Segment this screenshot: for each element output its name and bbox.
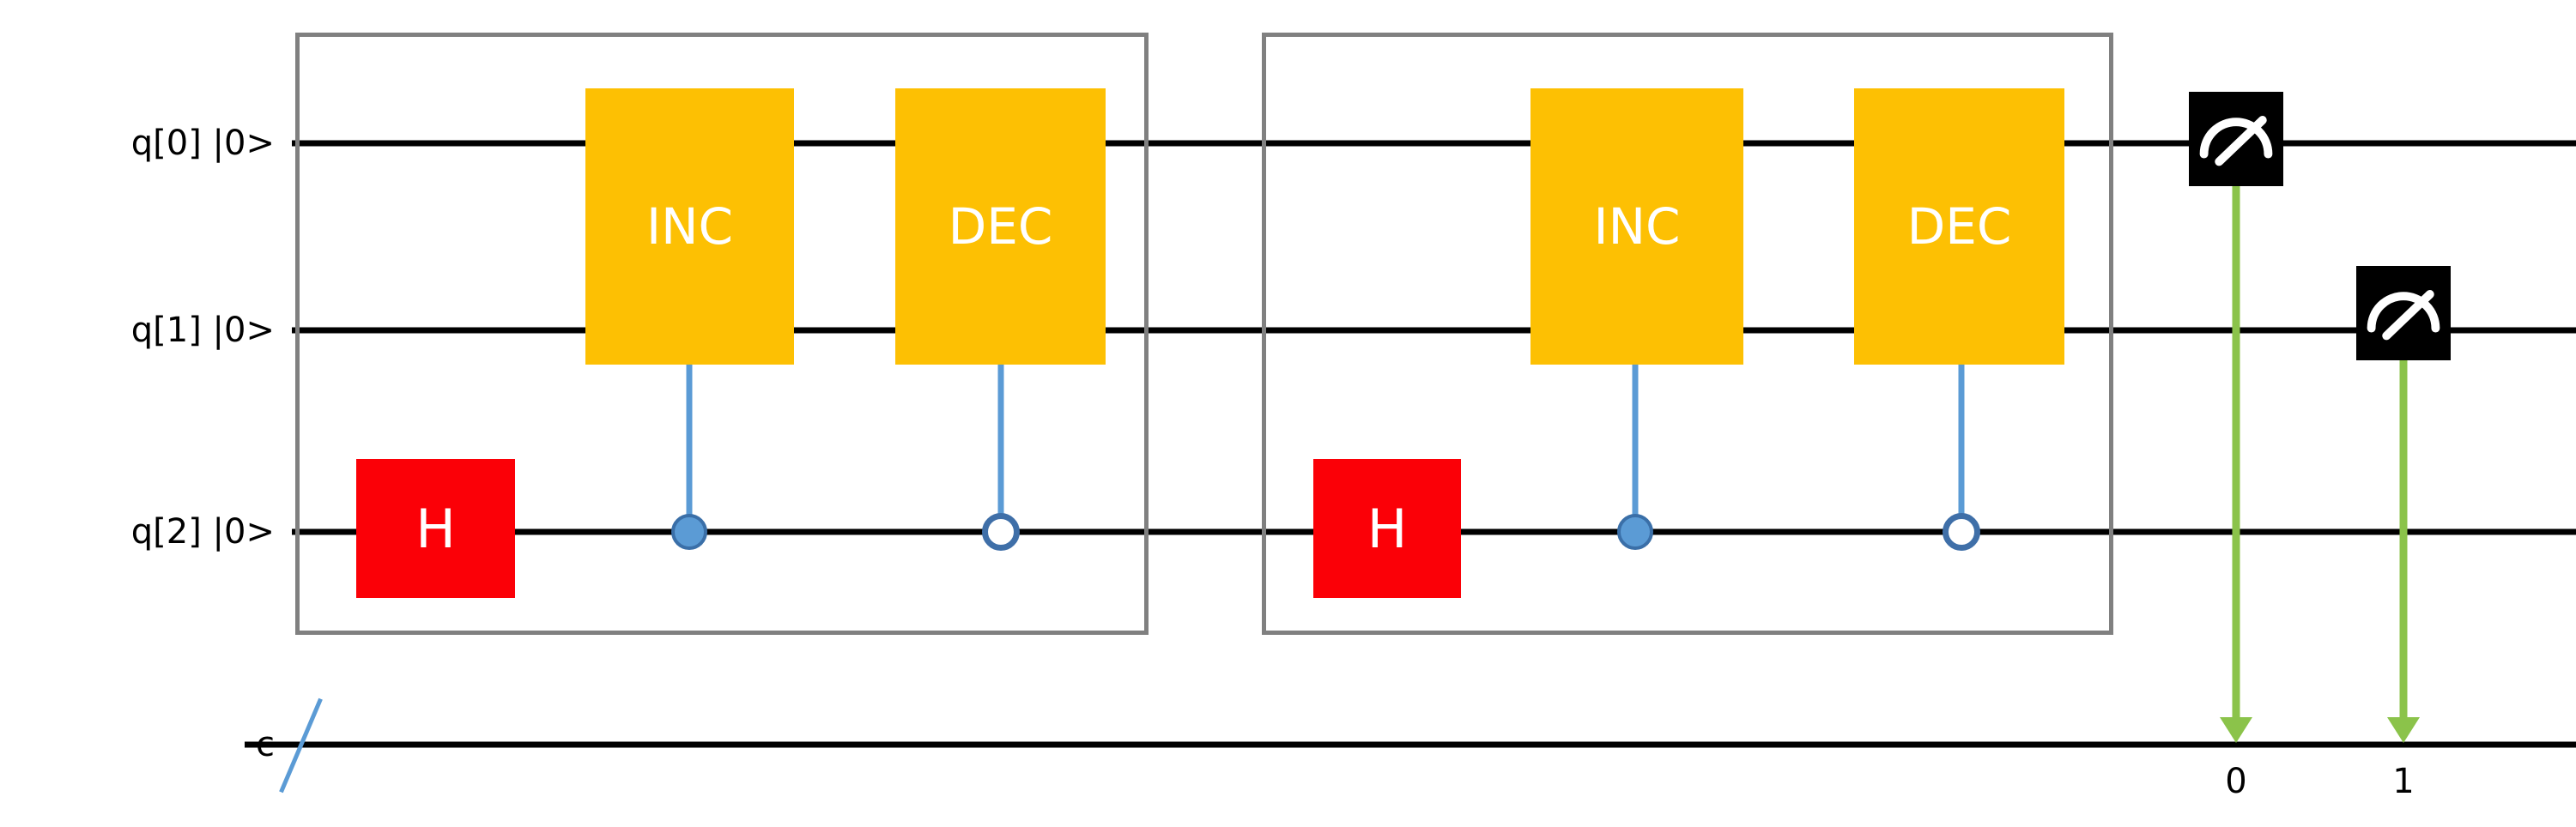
quantum-wire-q1: [292, 327, 2576, 334]
gate-hadamard-1[interactable]: H: [356, 459, 515, 598]
gate-dec-2[interactable]: DEC: [1854, 88, 2064, 365]
control-open-circle-dec-2[interactable]: [1943, 513, 1980, 551]
measure-gate-0[interactable]: [2189, 92, 2283, 186]
gate-label-dec-1: DEC: [948, 197, 1053, 256]
gate-inc-1[interactable]: INC: [585, 88, 794, 365]
gate-hadamard-2[interactable]: H: [1313, 459, 1461, 598]
classical-bit-label-1: 1: [2392, 762, 2415, 801]
gate-label-dec-2: DEC: [1906, 197, 2012, 256]
gate-inc-2[interactable]: INC: [1530, 88, 1743, 365]
wire-label-q0: q[0] |0>: [130, 124, 275, 163]
classical-bit-label-0: 0: [2225, 762, 2247, 801]
classical-link-measure-1: [2399, 360, 2408, 717]
measure-gate-1[interactable]: [2356, 266, 2451, 360]
control-dot-inc-2[interactable]: [1617, 514, 1653, 550]
classical-link-measure-0: [2232, 185, 2240, 717]
gate-label-inc-2: INC: [1593, 197, 1681, 256]
control-line-dec-1: [997, 257, 1004, 532]
gate-label-h-2: H: [1367, 497, 1408, 560]
control-open-circle-dec-1[interactable]: [982, 513, 1020, 551]
classical-arrowhead-measure-0: [2220, 717, 2252, 743]
group-box-1: [295, 33, 1149, 635]
measure-meter-icon: [2367, 290, 2440, 341]
control-line-inc-2: [1632, 257, 1639, 532]
control-line-inc-1: [686, 257, 693, 532]
wire-label-c: c: [9, 727, 275, 762]
wire-label-q2: q[2] |0>: [130, 512, 275, 552]
group-box-2: [1262, 33, 2113, 635]
gate-label-h-1: H: [415, 497, 456, 560]
wire-label-q1: q[1] |0>: [130, 311, 275, 350]
classical-wire-c: [245, 741, 2576, 748]
gate-dec-1[interactable]: DEC: [895, 88, 1106, 365]
control-line-dec-2: [1958, 257, 1965, 532]
quantum-wire-q0: [292, 140, 2576, 147]
classical-arrowhead-measure-1: [2387, 717, 2420, 743]
control-dot-inc-1[interactable]: [671, 514, 707, 550]
measure-meter-icon: [2199, 116, 2273, 166]
gate-label-inc-1: INC: [646, 197, 733, 256]
